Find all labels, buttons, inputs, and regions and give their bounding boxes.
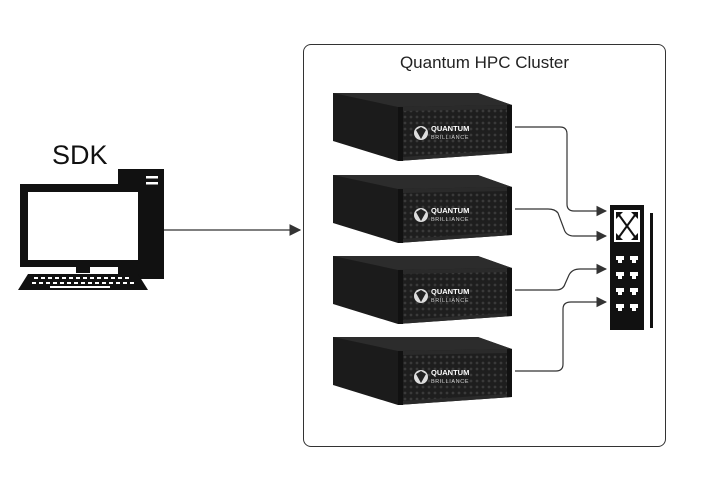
cluster-title: Quantum HPC Cluster (399, 53, 570, 72)
server-1-link (515, 126, 608, 217)
server-4-link (515, 296, 608, 372)
server-1-icon: QUANTUM BRILLIANCE (333, 93, 512, 161)
server-1-brand-line2: BRILLIANCE (431, 135, 469, 141)
server-2-brand-line1: QUANTUM (431, 206, 469, 215)
connection-lines (515, 126, 608, 372)
sdk-label: SDK (52, 140, 108, 170)
server-4-brand-line1: QUANTUM (431, 368, 469, 377)
server-3-brand-line1: QUANTUM (431, 287, 469, 296)
network-switch-icon (610, 205, 653, 330)
server-2-brand-line2: BRILLIANCE (431, 217, 469, 223)
server-2-link (515, 208, 608, 242)
server-1-brand-line1: QUANTUM (431, 124, 469, 133)
server-2-icon: QUANTUM BRILLIANCE (333, 175, 512, 243)
server-4-brand-line2: BRILLIANCE (431, 379, 469, 385)
server-3-link (515, 263, 608, 291)
server-3-icon: QUANTUM BRILLIANCE (333, 256, 512, 324)
computer-icon (18, 169, 164, 290)
server-3-brand-line2: BRILLIANCE (431, 298, 469, 304)
server-4-icon: QUANTUM BRILLIANCE (333, 337, 512, 405)
cluster-container (303, 44, 666, 447)
